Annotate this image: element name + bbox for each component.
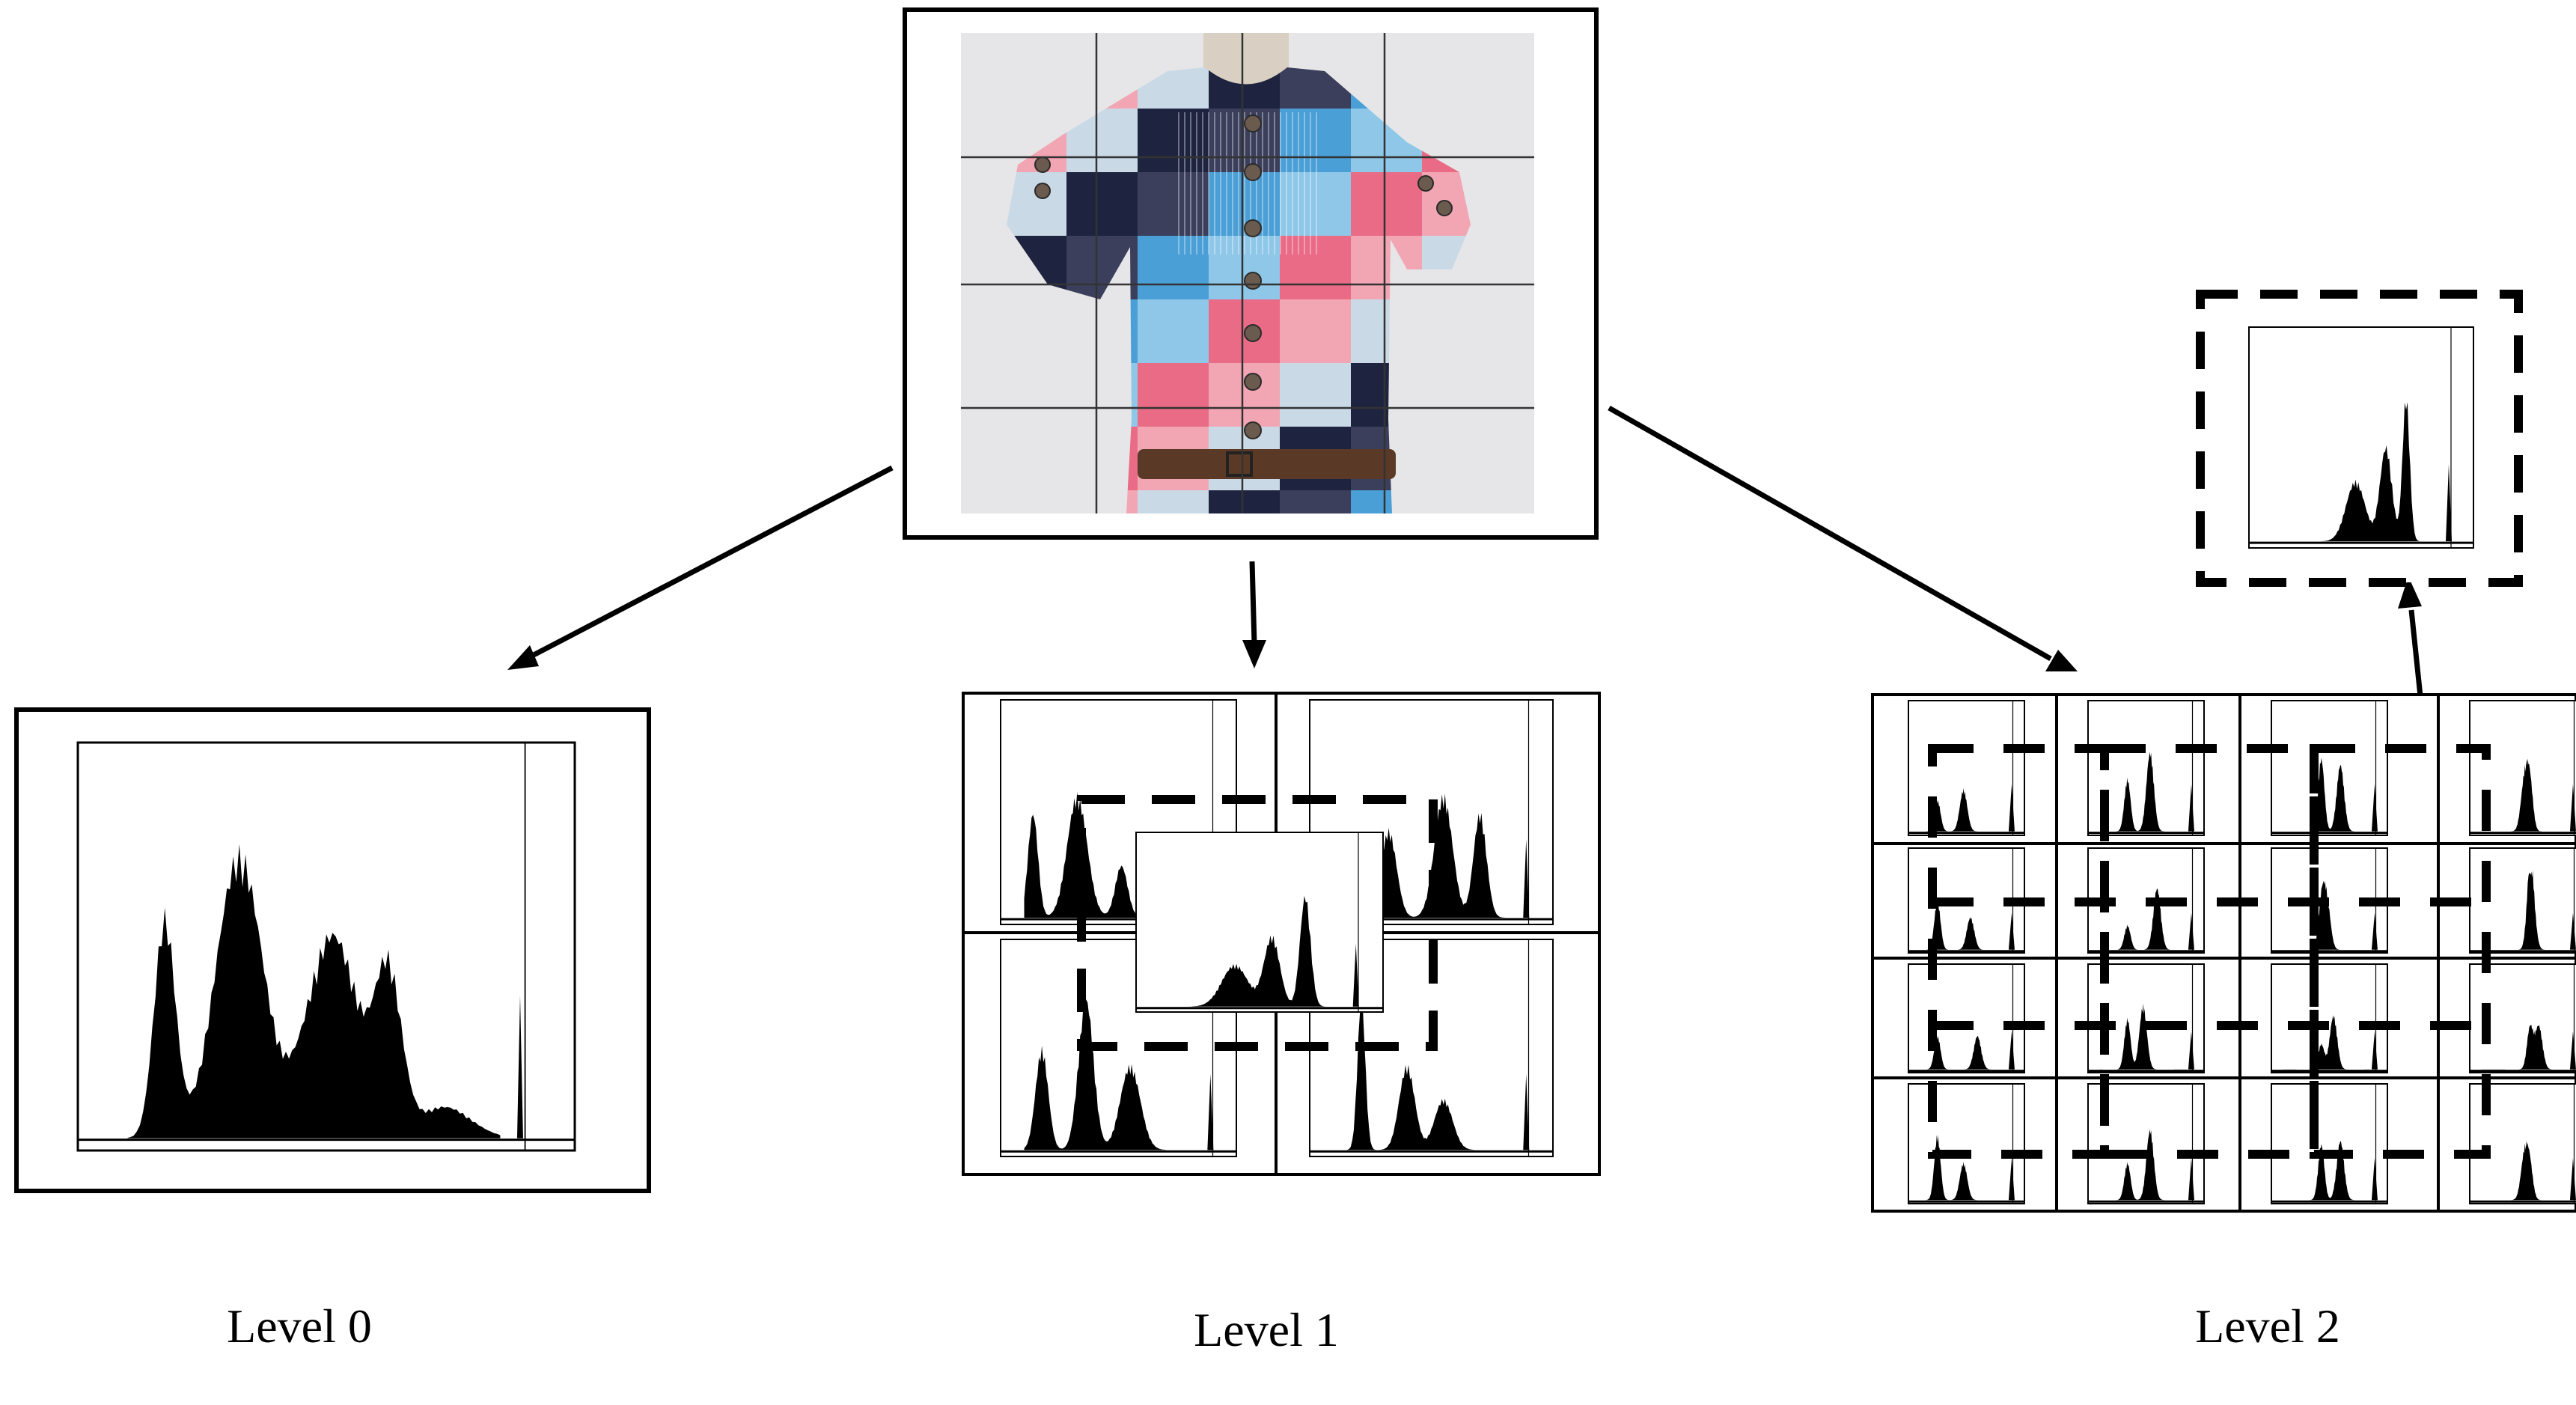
source-image-panel bbox=[903, 7, 1599, 540]
level-2-label: Level 2 bbox=[2195, 1299, 2340, 1353]
arrow-to-level-1 bbox=[1249, 561, 1257, 644]
shirt-photo bbox=[961, 33, 1534, 513]
arrow-to-level-2 bbox=[1608, 405, 2052, 662]
level-2-panel bbox=[1871, 693, 2576, 1213]
level-1-label: Level 1 bbox=[1194, 1303, 1339, 1356]
level-0-panel bbox=[14, 707, 651, 1193]
level-0-histogram bbox=[76, 741, 576, 1152]
level-1-overlap-window bbox=[1077, 795, 1438, 1051]
arrow-to-level-0 bbox=[515, 465, 894, 667]
level-0-label: Level 0 bbox=[227, 1299, 372, 1353]
level-2-detail-panel bbox=[2196, 290, 2523, 587]
level-2-overlap-windows bbox=[1928, 744, 2491, 1159]
level-1-panel bbox=[962, 692, 1601, 1176]
